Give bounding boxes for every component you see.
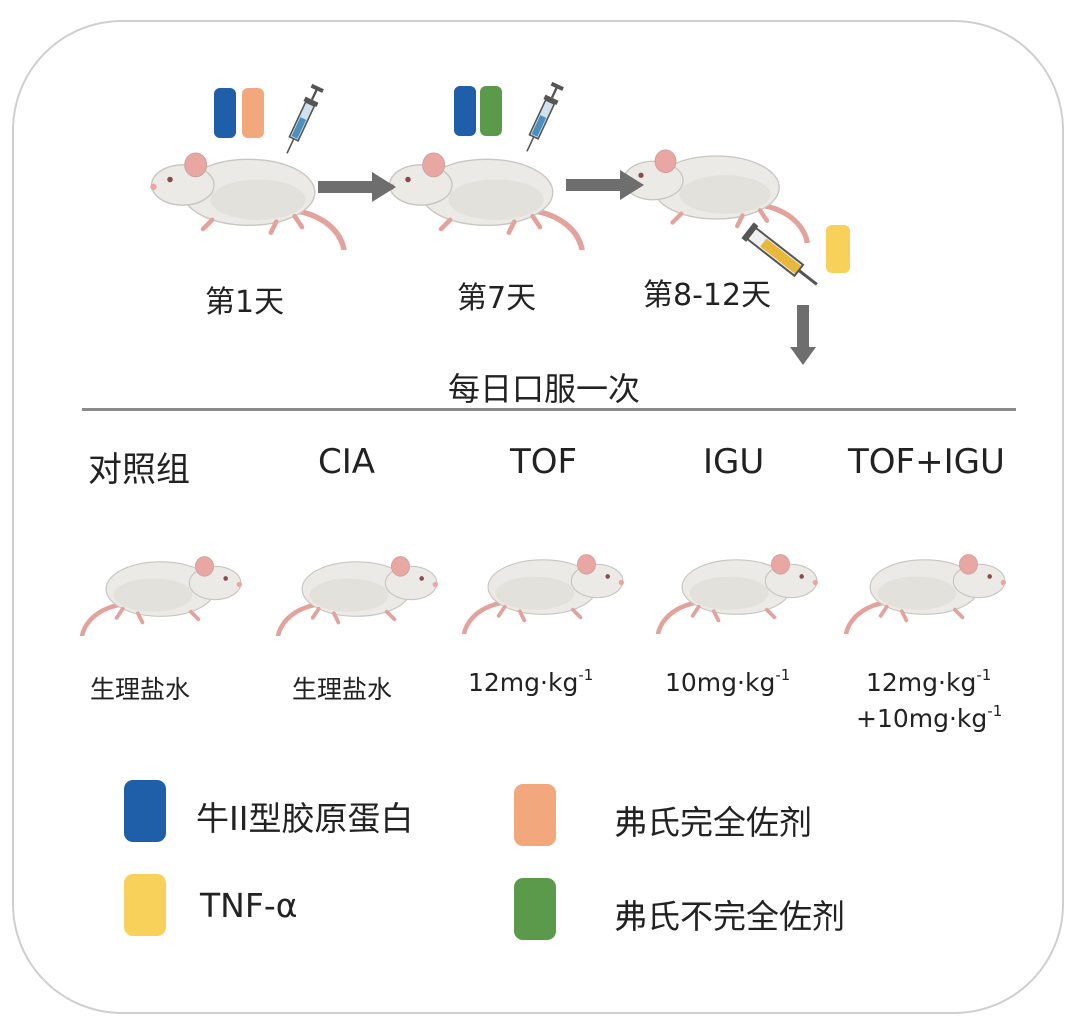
mouse-group-tof [444, 528, 626, 634]
day1-label: 第1天 [205, 285, 285, 320]
dose-control: 生理盐水 [90, 675, 191, 704]
mouse-group-igu [638, 528, 820, 634]
legend-label-collagen: 牛II型胶原蛋白 [196, 799, 414, 838]
arrow-day7-to-day8 [566, 170, 644, 200]
dose-tof: 12mg·kg-1 [468, 666, 594, 698]
oral-daily-label: 每日口服一次 [448, 370, 641, 408]
dose-igu: 10mg·kg-1 [665, 666, 791, 698]
cfa-vial-day1 [242, 88, 264, 138]
group-tof-igu-label: TOF+IGU [848, 442, 1005, 482]
legend-label-cfa: 弗氏完全佐剂 [614, 803, 812, 842]
mouse-group-cia [258, 530, 440, 636]
legend-label-ifa: 弗氏不完全佐剂 [614, 897, 845, 936]
day8-12-label: 第8-12天 [643, 278, 772, 313]
gavage-syringe-icon [741, 222, 818, 286]
mouse-group-tof-igu [826, 528, 1008, 634]
ifa-vial-day7 [480, 86, 502, 136]
legend-swatch-tnf [124, 874, 166, 936]
mouse-group-control [62, 530, 244, 636]
legend-label-tnf: TNF-α [200, 886, 298, 925]
arrow-day1-to-day7 [318, 172, 396, 202]
day7-label: 第7天 [457, 281, 537, 316]
arrow-down-to-groups [790, 305, 816, 365]
dose-tof-igu-line1: 12mg·kg-1 [866, 666, 992, 698]
group-tof-label: TOF [510, 442, 578, 482]
group-control-label: 对照组 [88, 450, 190, 490]
legend-swatch-cfa [514, 784, 556, 846]
dose-tof-igu-line2: +10mg·kg-1 [856, 702, 1003, 734]
collagen-vial-day7 [454, 86, 476, 136]
tnf-vial-day8 [826, 225, 850, 273]
legend-swatch-ifa [514, 878, 556, 940]
group-igu-label: IGU [703, 442, 765, 482]
group-cia-label: CIA [318, 442, 376, 482]
legend-swatch-collagen [124, 780, 166, 842]
dose-cia: 生理盐水 [292, 675, 393, 704]
collagen-vial-day1 [214, 88, 236, 138]
divider [82, 408, 1016, 411]
diagram-frame [12, 20, 1064, 1014]
